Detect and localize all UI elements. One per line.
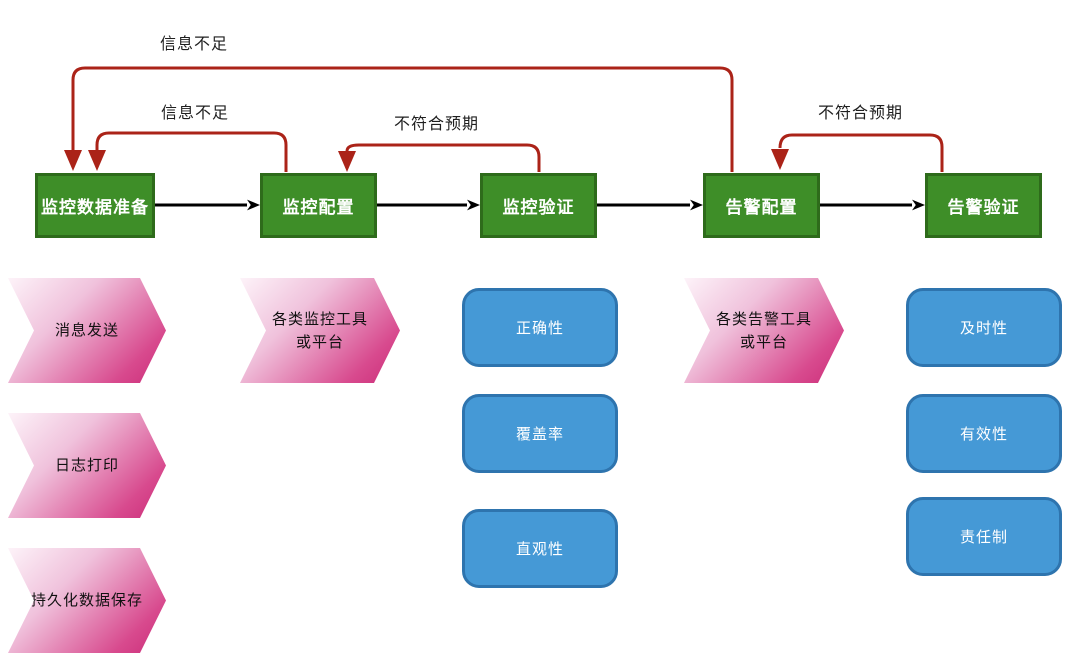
criteria-correctness: 正确性: [462, 288, 618, 367]
stage-monitor-config: 监控配置: [260, 173, 377, 238]
stage-alert-verify: 告警验证: [925, 173, 1042, 238]
feedback-label-unexpected-2: 不符合预期: [818, 103, 904, 122]
stage-monitor-verify: 监控验证: [480, 173, 597, 238]
input-chevron-message-send: 消息发送: [8, 278, 166, 383]
input-chevron-log-print: 日志打印: [8, 413, 166, 518]
criteria-accountability: 责任制: [906, 497, 1062, 576]
input-chevron-monitor-tools: 各类监控工具 或平台: [240, 278, 400, 383]
criteria-intuitiveness: 直观性: [462, 509, 618, 588]
criteria-timeliness: 及时性: [906, 288, 1062, 367]
feedback-label-unexpected-1: 不符合预期: [394, 114, 480, 133]
stage-monitor-data-prep: 监控数据准备: [35, 173, 155, 238]
feedback-arrow-long-info: [71, 66, 734, 172]
feedback-label-info-short: 信息不足: [161, 103, 230, 122]
stage-alert-config: 告警配置: [703, 173, 820, 238]
criteria-effectiveness: 有效性: [906, 394, 1062, 473]
input-chevron-alert-tools: 各类告警工具 或平台: [684, 278, 844, 383]
feedback-arrow-alert-verify: [778, 133, 944, 172]
feedback-arrows: [71, 66, 944, 172]
feedback-arrow-short-info: [95, 131, 288, 172]
input-chevron-persisted-data: 持久化数据保存: [8, 548, 166, 653]
feedback-arrowheads: [64, 149, 789, 172]
feedback-arrow-monitor-verify: [345, 143, 541, 172]
criteria-coverage: 覆盖率: [462, 394, 618, 473]
feedback-label-info-long: 信息不足: [160, 34, 229, 53]
